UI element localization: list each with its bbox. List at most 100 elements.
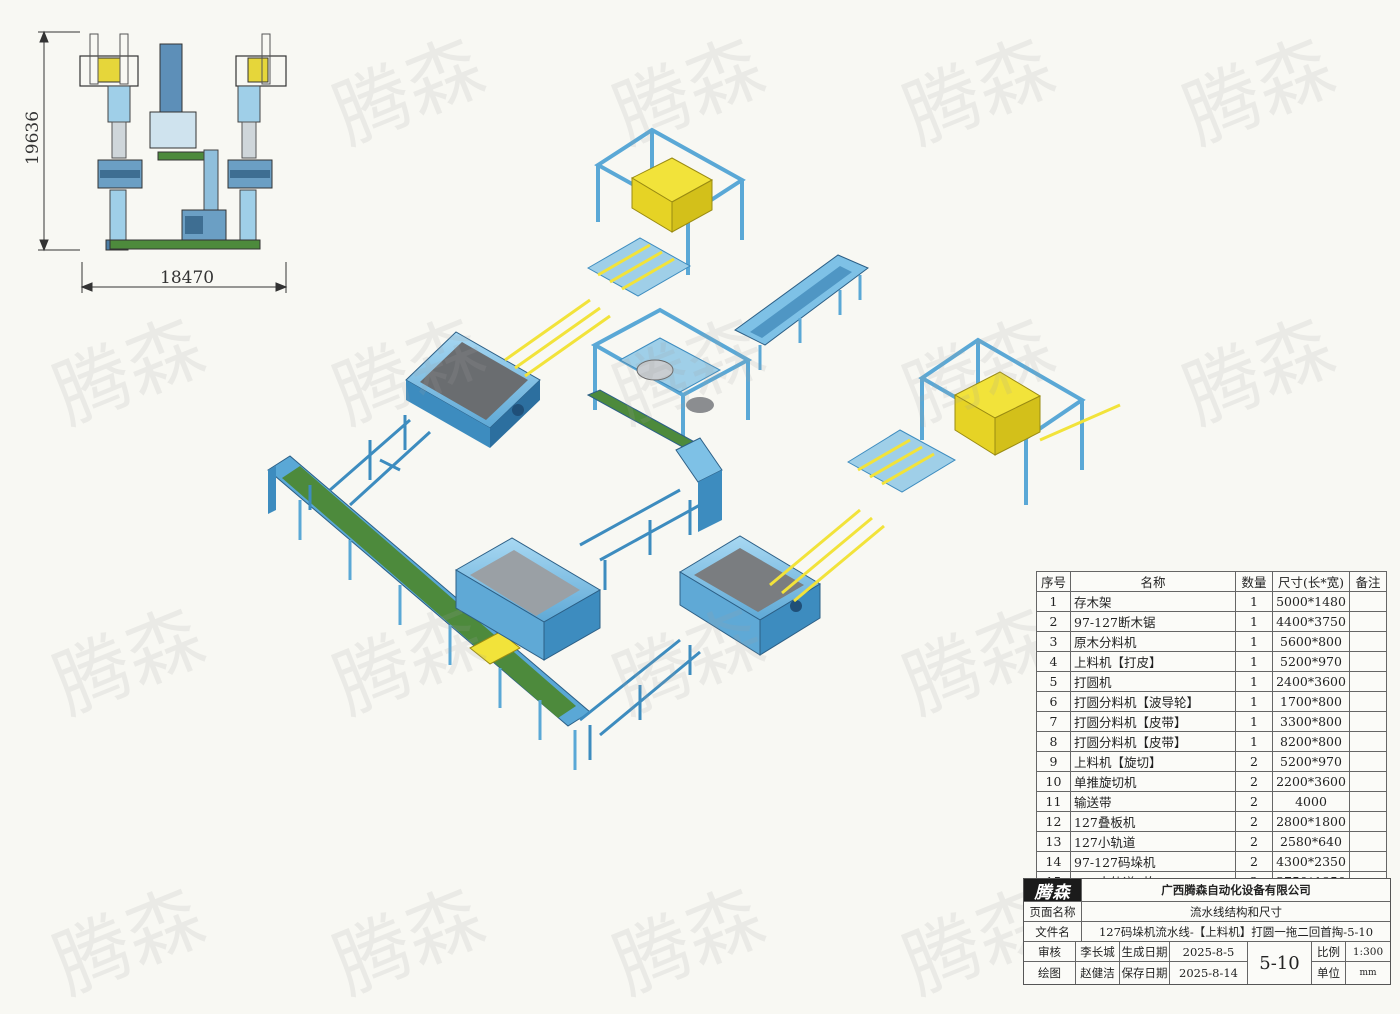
bom-cell-name: 127叠板机: [1070, 811, 1236, 832]
bom-cell-no: 2: [1036, 611, 1071, 632]
bom-cell-name: 存木架: [1070, 591, 1236, 612]
height-dimension: [38, 30, 80, 252]
debarker-machine-left: [405, 331, 541, 448]
stacker-upper: [586, 127, 746, 297]
bom-cell-qty: 2: [1235, 751, 1273, 772]
width-dimension-label: 18470: [160, 268, 215, 288]
bom-cell-size: 2200*3600: [1272, 771, 1350, 792]
bom-cell-qty: 2: [1235, 771, 1273, 792]
bom-cell-note: [1349, 811, 1387, 832]
drafter: 赵健洁: [1076, 962, 1120, 984]
bom-cell-no: 11: [1036, 791, 1071, 812]
bom-cell-size: 2580*640: [1272, 831, 1350, 852]
peeler-machine-left: [455, 537, 601, 661]
bom-cell-qty: 1: [1235, 671, 1273, 692]
bom-cell-no: 13: [1036, 831, 1071, 852]
rounding-machine-center: [586, 307, 753, 455]
bom-cell-size: 4300*2350: [1272, 851, 1350, 872]
page-name-label: 页面名称: [1024, 902, 1082, 922]
bom-cell-qty: 1: [1235, 711, 1273, 732]
bom-header-row: 序号 名称 数量 尺寸(长*宽) 备注: [1036, 571, 1387, 592]
reviewer-label: 审核: [1024, 942, 1076, 962]
bom-cell-size: 8200*800: [1272, 731, 1350, 752]
peeler-machine-right: [679, 535, 821, 656]
bom-cell-size: 4400*3750: [1272, 611, 1350, 632]
created-date: 2025-8-5: [1170, 942, 1248, 962]
conveyor-upper-right: [734, 254, 869, 370]
bom-cell-note: [1349, 691, 1387, 712]
bom-cell-name: 打圆分料机【波导轮】: [1070, 691, 1236, 712]
bom-cell-note: [1349, 831, 1387, 852]
bom-cell-qty: 2: [1235, 791, 1273, 812]
bom-cell-name: 97-127断木锯: [1070, 611, 1236, 632]
bom-cell-qty: 1: [1235, 631, 1273, 652]
rails-upper: [504, 298, 611, 378]
bom-cell-note: [1349, 851, 1387, 872]
reviewer: 李长城: [1076, 942, 1120, 962]
bom-cell-note: [1349, 671, 1387, 692]
bom-cell-note: [1349, 651, 1387, 672]
bom-cell-no: 7: [1036, 711, 1071, 732]
bom-cell-no: 9: [1036, 751, 1071, 772]
bom-cell-no: 10: [1036, 771, 1071, 792]
bom-cell-qty: 2: [1235, 851, 1273, 872]
bom-header-note: 备注: [1349, 571, 1387, 592]
company-name: 广西腾森自动化设备有限公司: [1082, 879, 1390, 902]
file-name: 127码垛机流水线-【上料机】打圆一拖二回首掏-5-10: [1082, 922, 1390, 942]
scale-label: 比例: [1312, 942, 1346, 962]
width-dimension: [80, 262, 288, 293]
created-label: 生成日期: [1120, 942, 1170, 962]
bom-cell-size: 2800*1800: [1272, 811, 1350, 832]
bom-cell-qty: 2: [1235, 831, 1273, 852]
bom-cell-note: [1349, 751, 1387, 772]
bom-cell-size: 5200*970: [1272, 651, 1350, 672]
bom-cell-note: [1349, 771, 1387, 792]
overview-right-line: [227, 33, 287, 241]
page-name: 流水线结构和尺寸: [1082, 902, 1390, 922]
bom-cell-qty: 1: [1235, 731, 1273, 752]
scale: 1:300: [1346, 942, 1390, 962]
bom-cell-no: 12: [1036, 811, 1071, 832]
bom-cell-qty: 1: [1235, 691, 1273, 712]
bom-cell-note: [1349, 631, 1387, 652]
inclined-feeder-left: [308, 415, 432, 510]
bom-cell-name: 97-127码垛机: [1070, 851, 1236, 872]
bom-header-no: 序号: [1036, 571, 1071, 592]
overview-bottom-belt: [109, 239, 261, 250]
rails-lower: [769, 508, 885, 603]
title-block: 腾森 广西腾森自动化设备有限公司 页面名称 流水线结构和尺寸 文件名 127码垛…: [1023, 878, 1391, 985]
saved-date: 2025-8-14: [1170, 962, 1248, 984]
company-logo: 腾森: [1024, 879, 1082, 903]
bom-cell-no: 8: [1036, 731, 1071, 752]
drafter-label: 绘图: [1024, 962, 1076, 984]
stacker-right: [847, 337, 1121, 505]
bom-cell-note: [1349, 791, 1387, 812]
bom-cell-qty: 1: [1235, 591, 1273, 612]
bom-cell-name: 打圆分料机【皮带】: [1070, 711, 1236, 732]
bom-cell-no: 1: [1036, 591, 1071, 612]
inclined-feeder-lower: [579, 638, 701, 760]
height-dimension-label: 19636: [23, 110, 44, 166]
bom-cell-no: 14: [1036, 851, 1071, 872]
bom-cell-size: 4000: [1272, 791, 1350, 812]
bom-cell-name: 原木分料机: [1070, 631, 1236, 652]
bom-cell-size: 2400*3600: [1272, 671, 1350, 692]
bom-cell-note: [1349, 711, 1387, 732]
unit-label: 单位: [1312, 962, 1346, 984]
bom-cell-name: 输送带: [1070, 791, 1236, 812]
bom-cell-qty: 1: [1235, 651, 1273, 672]
bom-cell-size: 5000*1480: [1272, 591, 1350, 612]
file-name-label: 文件名: [1024, 922, 1082, 942]
bom-cell-name: 127小轨道: [1070, 831, 1236, 852]
bom-cell-no: 5: [1036, 671, 1071, 692]
